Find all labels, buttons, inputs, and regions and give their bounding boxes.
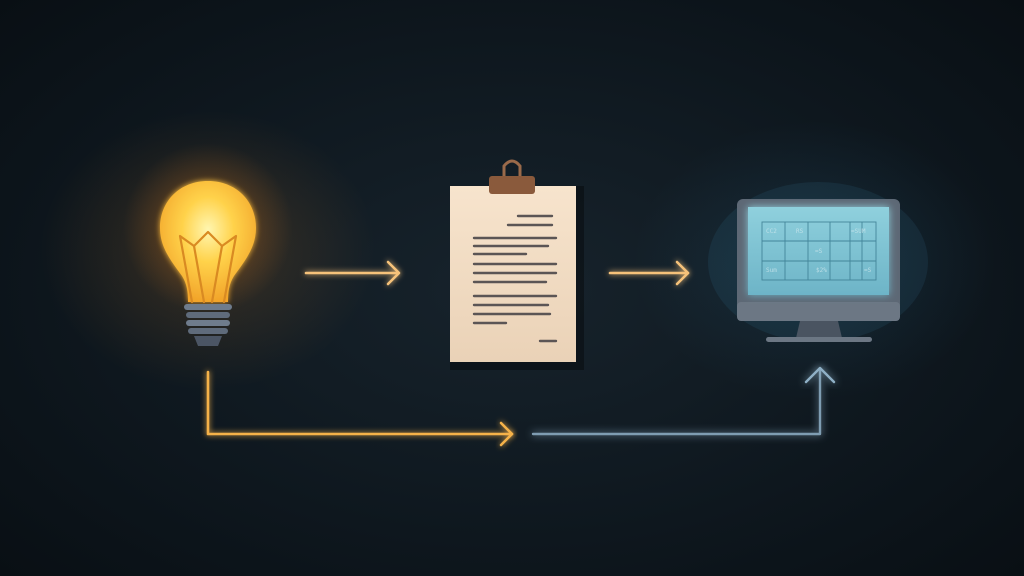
arrow-idea-to-document <box>304 260 401 286</box>
cell-r1c5: =SUM <box>851 228 866 235</box>
monitor-icon: CC2 RS =SUM =S Sum $2% =S <box>708 182 928 342</box>
clipboard-clip <box>489 159 535 194</box>
monitor-stand <box>766 321 872 342</box>
clipboard-document-icon <box>450 159 584 370</box>
spreadsheet-cells: CC2 RS =SUM =S Sum $2% =S <box>766 228 872 274</box>
arrow-document-to-computer <box>608 260 690 286</box>
arrow-idea-to-computer-bypass <box>206 366 836 447</box>
cell-r3c3: $2% <box>816 267 827 274</box>
cell-r3c5: =S <box>864 267 872 274</box>
bulb-base <box>184 304 232 346</box>
cell-r1c1: CC2 <box>766 228 777 235</box>
cell-r3c1: Sum <box>766 267 777 274</box>
lightbulb-icon <box>123 143 293 346</box>
cell-r1c2: RS <box>796 228 804 235</box>
spreadsheet-grid <box>761 221 877 281</box>
document-text-lines <box>472 214 558 343</box>
cell-r2c4: =S <box>815 248 823 255</box>
